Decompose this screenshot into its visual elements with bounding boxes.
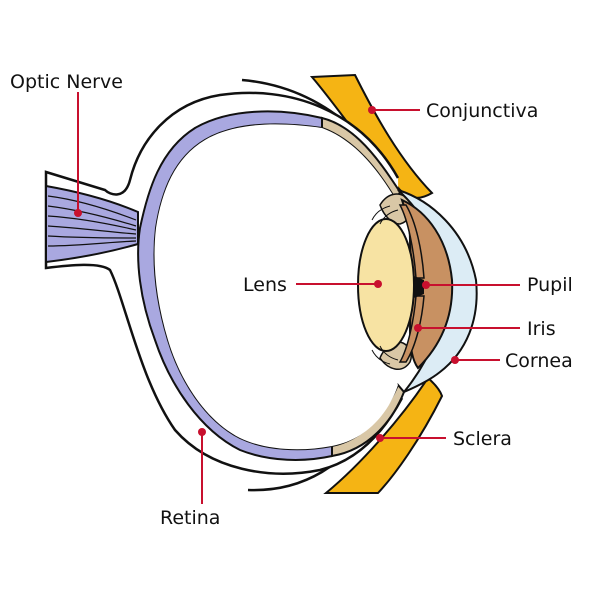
label-lens: Lens xyxy=(243,274,287,296)
conjunctiva-lower-shape xyxy=(323,376,444,494)
conjunctiva-dot xyxy=(368,106,376,114)
label-cornea: Cornea xyxy=(505,350,573,372)
label-pupil: Pupil xyxy=(527,274,573,296)
cornea-dot xyxy=(451,356,459,364)
lens-zonules-lower xyxy=(371,345,399,365)
pupil-dot xyxy=(422,281,430,289)
retina-dot xyxy=(198,428,206,436)
optic-nerve-fibers xyxy=(47,195,137,247)
lens-dot xyxy=(374,280,382,288)
sclera-dot xyxy=(376,434,384,442)
label-optic-nerve: Optic Nerve xyxy=(10,71,123,93)
label-conjunctiva: Conjunctiva xyxy=(426,100,538,122)
label-iris: Iris xyxy=(527,318,556,340)
label-retina: Retina xyxy=(160,507,220,529)
iris-upper xyxy=(398,204,425,279)
iris-lower xyxy=(398,295,425,363)
vitreous-body xyxy=(154,124,398,450)
lens-zonules-upper xyxy=(371,205,399,225)
label-sclera: Sclera xyxy=(453,428,512,450)
optic-nerve-dot xyxy=(74,209,82,217)
iris-dot xyxy=(414,324,422,332)
